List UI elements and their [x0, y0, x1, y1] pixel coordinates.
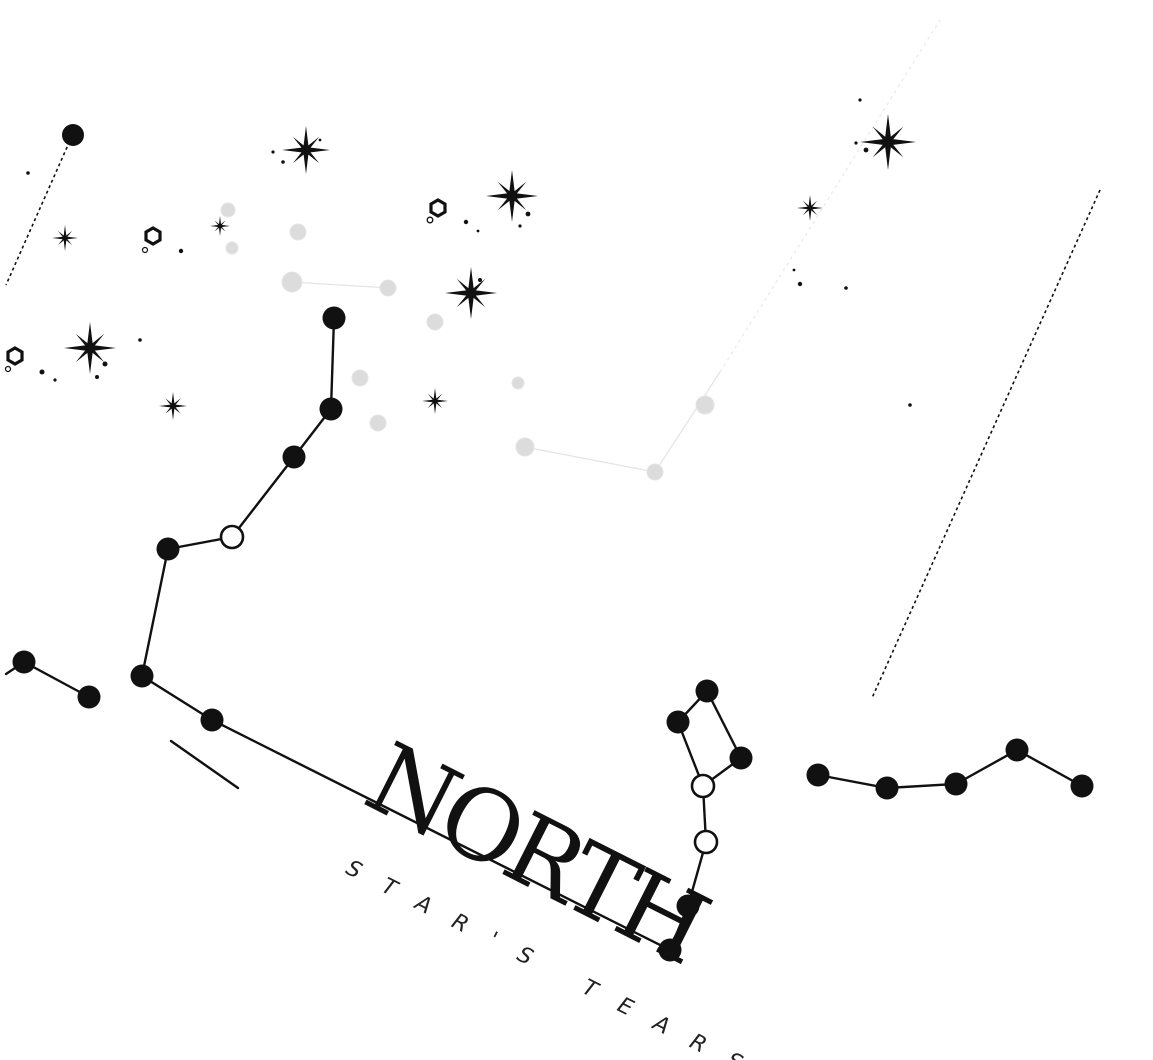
- filled-star-icon: [1071, 775, 1094, 798]
- tiny-dots: [6, 98, 912, 406]
- filled-star-icon: [320, 398, 343, 421]
- sparkle-icon: [159, 392, 187, 420]
- hollow-star-icon: [221, 526, 243, 548]
- sparkle-icon: [282, 126, 330, 174]
- filled-star-icon: [876, 777, 899, 800]
- sparkle-stars: [52, 114, 916, 420]
- sparkle-icon: [210, 216, 230, 236]
- sparkle-icon: [64, 322, 116, 374]
- sparkle-icon: [445, 267, 497, 319]
- sparkle-icon: [797, 195, 823, 221]
- sparkle-icon: [52, 225, 78, 251]
- hollow-star-icon: [692, 775, 714, 797]
- sparkle-icon: [860, 114, 916, 170]
- filled-star-icon: [13, 651, 36, 674]
- filled-star-icon: [78, 686, 101, 709]
- filled-star-icon: [201, 709, 224, 732]
- filled-star-icon: [696, 680, 719, 703]
- hollow-star-icon: [695, 831, 717, 853]
- logo: NORTH STAR'S TEARS: [326, 722, 833, 1060]
- hexagon-icon: [8, 348, 22, 364]
- sparkle-icon: [422, 388, 448, 414]
- hexagon-icon: [146, 228, 160, 244]
- filled-star-icon: [1006, 739, 1029, 762]
- filled-star-icon: [157, 538, 180, 561]
- hexagon-rings: [8, 200, 445, 364]
- filled-star-icon: [283, 446, 306, 469]
- filled-star-icon: [807, 764, 830, 787]
- filled-star-icon: [323, 307, 346, 330]
- filled-star-icon: [62, 124, 84, 146]
- hexagon-icon: [431, 200, 445, 216]
- filled-star-icon: [945, 773, 968, 796]
- logo-title: NORTH: [349, 722, 722, 986]
- filled-star-icon: [730, 747, 753, 770]
- filled-star-icon: [131, 665, 154, 688]
- dashed-guide-lines: [6, 136, 1100, 698]
- filled-star-icon: [667, 711, 690, 734]
